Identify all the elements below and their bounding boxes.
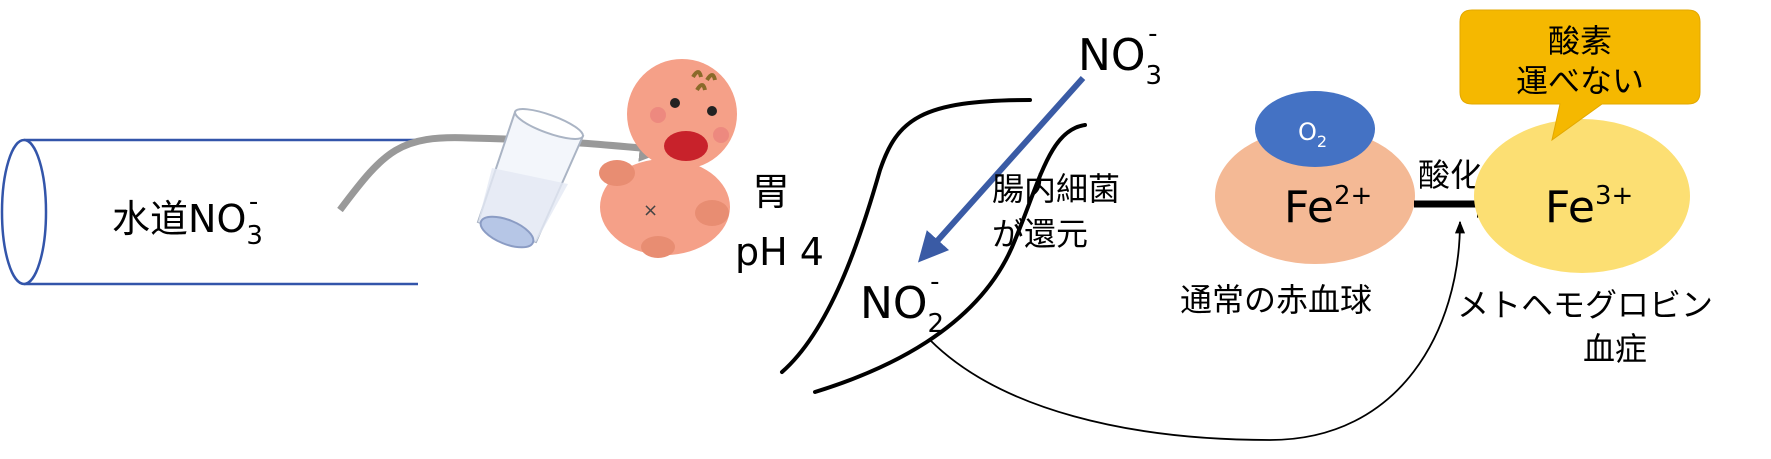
nitrite-label: NO2- <box>860 267 944 339</box>
stomach-ph: pH 4 <box>735 230 824 274</box>
svg-text:×: × <box>643 200 658 221</box>
nitrate-top-label: NO3- <box>1078 19 1162 91</box>
methemoglobin-caption-line1: メトヘモグロビン <box>1457 286 1713 324</box>
baby-icon: × <box>599 59 737 258</box>
tap-water-label: 水道NO3- <box>112 187 263 251</box>
normal-red-blood-cell: O2 Fe2+ <box>1215 91 1415 264</box>
cup-icon <box>476 108 585 249</box>
bacteria-label-line1: 腸内細菌 <box>992 170 1120 208</box>
stomach-label: 胃 <box>752 170 790 214</box>
methemoglobin-caption-line2: 血症 <box>1583 330 1647 368</box>
intestine-icon <box>780 98 1087 394</box>
nitrite-oxidation-arrow <box>929 220 1466 441</box>
bacteria-label-line2: が還元 <box>992 215 1088 253</box>
water-intake-arrow <box>337 133 668 213</box>
iron-3plus-label: Fe3+ <box>1545 181 1633 233</box>
methemoglobin-cell: Fe3+ <box>1474 119 1690 273</box>
reduction-arrow <box>917 75 1086 263</box>
iron-2plus-label: Fe2+ <box>1284 181 1372 233</box>
oxygen-label: O2 <box>1298 118 1327 151</box>
callout-line1: 酸素 <box>1548 22 1612 60</box>
oxygen-warning-callout: 酸素 運べない <box>1459 9 1701 142</box>
normal-rbc-caption: 通常の赤血球 <box>1180 281 1372 319</box>
oxygen-molecule <box>1255 91 1375 167</box>
oxidation-label: 酸化 <box>1418 156 1482 194</box>
water-pipe-icon <box>0 138 418 286</box>
callout-line2: 運べない <box>1516 62 1644 100</box>
